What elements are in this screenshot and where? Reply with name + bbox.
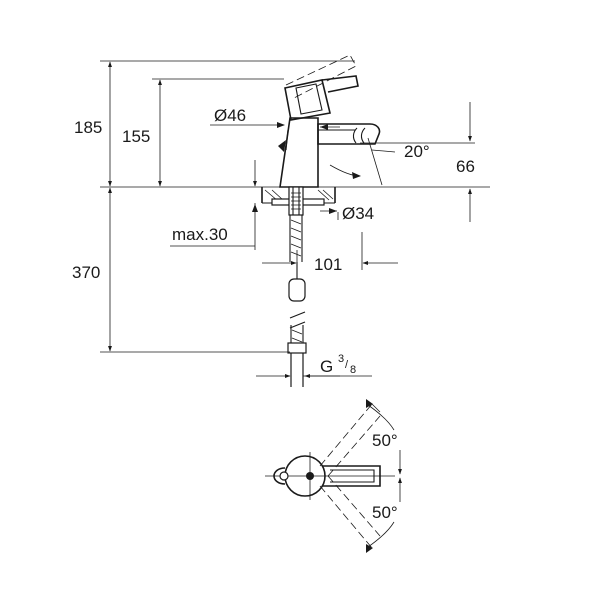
lever-handle (284, 54, 359, 121)
spout (317, 123, 381, 145)
label-swivel-upper: 50° (372, 431, 398, 450)
dim-370: 370 (72, 187, 290, 353)
dim-thread: G 3 / 8 (256, 353, 372, 378)
side-view: 185 155 Ø46 20° 66 (72, 54, 490, 387)
dim-66: 66 (360, 102, 475, 222)
dim-155: 155 (122, 78, 284, 187)
tail-pieces (287, 186, 307, 387)
label-66: 66 (456, 157, 475, 176)
dim-diameter-46: Ø46 (210, 106, 340, 130)
label-370: 370 (72, 263, 100, 282)
label-max-30: max.30 (172, 225, 228, 244)
label-angle-20: 20° (404, 142, 430, 161)
dim-swivel-lower: 50° (366, 477, 402, 553)
label-diameter-46: Ø46 (214, 106, 246, 125)
dim-101: 101 (262, 232, 398, 274)
label-thread-slash: / (345, 359, 349, 371)
label-thread-numerator: 3 (338, 353, 344, 365)
label-185: 185 (74, 118, 102, 137)
dim-185: 185 (74, 60, 355, 187)
dim-diameter-34: Ø34 (320, 204, 374, 223)
label-thread-denominator: 8 (350, 364, 356, 376)
dim-swivel-upper: 50° (366, 399, 402, 475)
label-swivel-lower: 50° (372, 503, 398, 522)
top-view: 50° 50° (265, 399, 402, 553)
label-101: 101 (314, 255, 342, 274)
label-thread-prefix: G (320, 357, 333, 376)
label-155: 155 (122, 127, 150, 146)
label-diameter-34: Ø34 (342, 204, 374, 223)
faucet-body (278, 117, 319, 188)
dim-max-30: max.30 (170, 160, 258, 250)
dim-angle-20: 20° (329, 137, 430, 186)
